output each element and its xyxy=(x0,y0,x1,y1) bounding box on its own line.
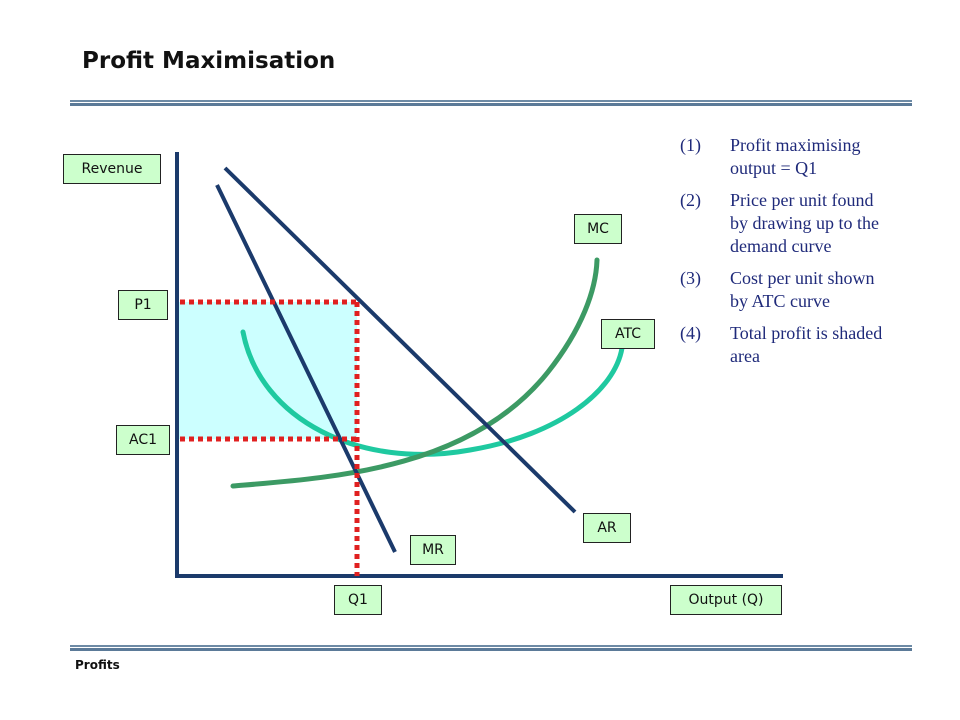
notes-list: (1) Profit maximising output = Q1 (2) Pr… xyxy=(680,134,900,377)
note-number: (2) xyxy=(680,190,701,210)
note-number: (3) xyxy=(680,268,701,288)
ac1-label: AC1 xyxy=(116,425,170,455)
note-item: (3) Cost per unit shown by ATC curve xyxy=(680,267,900,313)
note-text: Total profit is shaded area xyxy=(730,323,883,366)
footer-label: Profits xyxy=(75,658,120,672)
mc-label: MC xyxy=(574,214,622,244)
p1-label: P1 xyxy=(118,290,168,320)
ar-line xyxy=(223,166,577,514)
revenue-label: Revenue xyxy=(63,154,161,184)
mr-label: MR xyxy=(410,535,456,565)
note-number: (4) xyxy=(680,323,701,343)
header-rule xyxy=(70,100,912,106)
footer-rule xyxy=(70,645,912,651)
note-number: (1) xyxy=(680,135,701,155)
atc-label: ATC xyxy=(601,319,655,349)
page-title: Profit Maximisation xyxy=(82,48,336,74)
note-text: Price per unit found by drawing up to th… xyxy=(730,190,879,256)
output-label: Output (Q) xyxy=(670,585,782,615)
note-item: (1) Profit maximising output = Q1 xyxy=(680,134,900,180)
note-item: (2) Price per unit found by drawing up t… xyxy=(680,189,900,258)
mr-line xyxy=(215,184,397,553)
atc-curve xyxy=(240,329,625,457)
note-text: Profit maximising output = Q1 xyxy=(730,135,861,178)
note-text: Cost per unit shown by ATC curve xyxy=(730,268,875,311)
note-item: (4) Total profit is shaded area xyxy=(680,322,900,368)
mc-curve xyxy=(230,257,600,489)
q1-label: Q1 xyxy=(334,585,382,615)
ar-label: AR xyxy=(583,513,631,543)
